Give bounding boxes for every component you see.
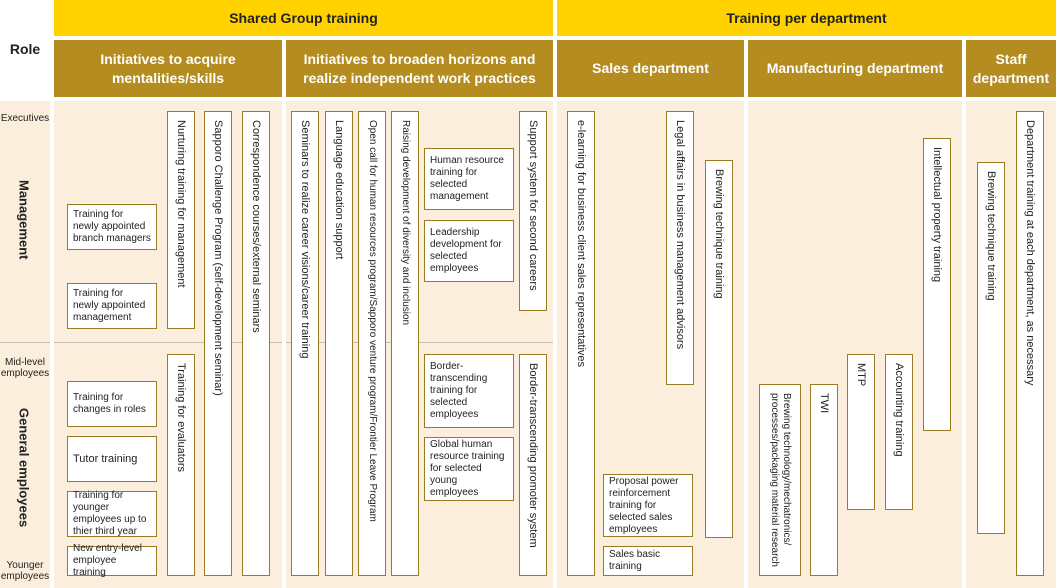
- horizons-header: Initiatives to broaden horizons and real…: [286, 40, 553, 97]
- language-education-support: Language education support: [325, 111, 353, 576]
- tutor-training: Tutor training: [67, 436, 157, 482]
- second-careers-support: Support system for second careers: [519, 111, 547, 311]
- mtp-training: MTP: [847, 354, 875, 510]
- shared-group-header: Shared Group training: [54, 0, 553, 36]
- manufacturing-header: Manufacturing department: [748, 40, 962, 97]
- diversity-development: Raising development of diversity and inc…: [391, 111, 419, 576]
- training-new-management: Training for newly appointed management: [67, 283, 157, 329]
- proposal-power-training: Proposal power reinforcement training fo…: [603, 474, 693, 537]
- level-younger: Younger employees: [0, 560, 50, 582]
- staff-header: Staff department: [966, 40, 1056, 97]
- sales-brewing-training: Brewing technique training: [705, 160, 733, 538]
- mentalities-divider: [54, 342, 282, 343]
- intellectual-property-training: Intellectual property training: [923, 138, 951, 431]
- level-midlevel: Mid-level employees: [0, 357, 50, 379]
- correspondence-courses: Correspondence courses/external seminars: [242, 111, 270, 576]
- evaluators-training: Training for evaluators: [167, 354, 195, 576]
- level-executives: Executives: [0, 113, 50, 124]
- mentalities-header: Initiatives to acquire mentalities/skill…: [54, 40, 282, 97]
- training-younger-third-year: Training for younger employees up to thi…: [67, 490, 157, 537]
- elearning-sales: e-learning for business client sales rep…: [567, 111, 595, 576]
- border-promoter-system: Border-transcending promoter system: [519, 354, 547, 576]
- level-management: Management: [16, 180, 32, 260]
- sales-header: Sales department: [557, 40, 744, 97]
- horizons-divider: [286, 342, 553, 343]
- sales-basic-training: Sales basic training: [603, 546, 693, 576]
- accounting-training: Accounting training: [885, 354, 913, 510]
- career-visions-seminars: Seminars to realize career visions/caree…: [291, 111, 319, 576]
- global-hr-training: Global human resource training for selec…: [424, 437, 514, 501]
- staff-brewing-training: Brewing technique training: [977, 162, 1005, 534]
- legal-affairs-advisors: Legal affairs in business management adv…: [666, 111, 694, 385]
- department-training: Department training at each department, …: [1016, 111, 1044, 576]
- nurturing-management-training: Nurturing training for management: [167, 111, 195, 329]
- level-divider: [0, 342, 50, 343]
- brewing-technology-research: Brewing technology/mechatronics/ process…: [759, 384, 801, 576]
- training-branch-managers: Training for newly appointed branch mana…: [67, 204, 157, 250]
- sapporo-challenge-program: Sapporo Challenge Program (self-developm…: [204, 111, 232, 576]
- leadership-development: Leadership development for selected empl…: [424, 220, 514, 282]
- twi-training: TWI: [810, 384, 838, 576]
- hr-selected-management: Human resource training for selected man…: [424, 148, 514, 210]
- level-column: [0, 101, 50, 588]
- role-header: Role: [9, 40, 41, 57]
- per-department-header: Training per department: [557, 0, 1056, 36]
- level-general: General employees: [16, 407, 32, 528]
- new-entry-training: New entry-level employee training: [67, 543, 157, 578]
- training-changes-roles: Training for changes in roles: [67, 381, 157, 427]
- border-transcending-training: Border-transcending training for selecte…: [424, 354, 514, 428]
- open-call-program: Open call for human resources program/Sa…: [358, 111, 386, 576]
